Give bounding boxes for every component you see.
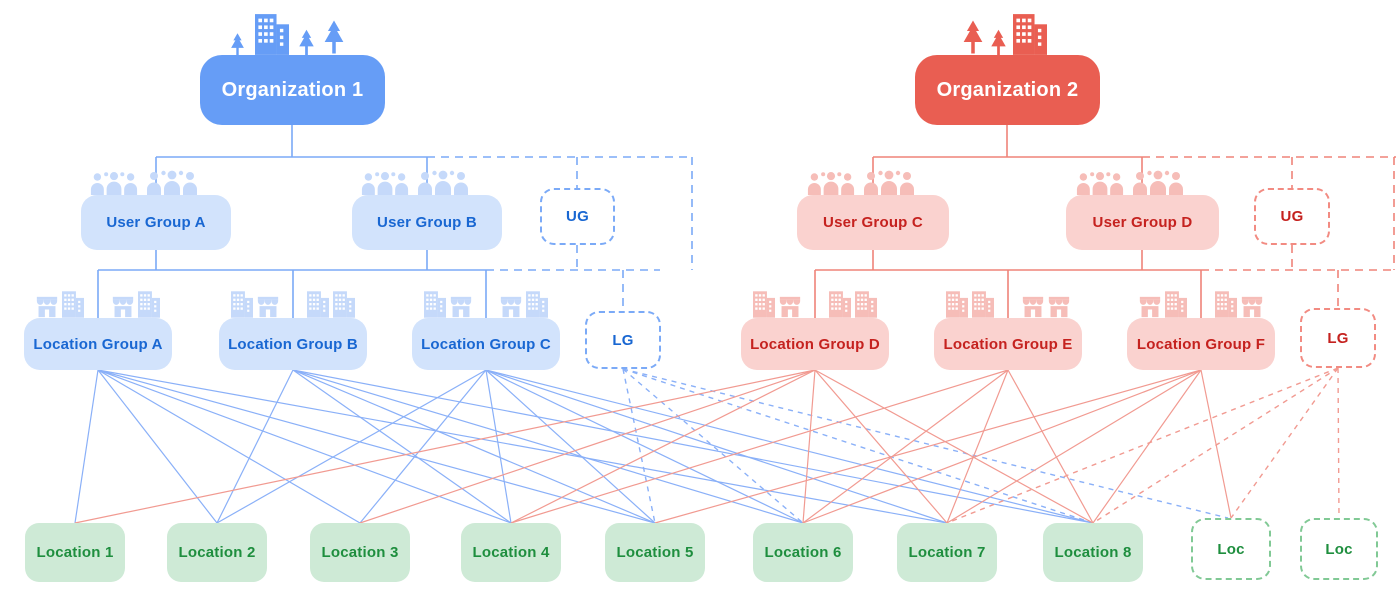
storefront-icon [500, 296, 522, 318]
location-8-box: Location 8 [1043, 523, 1143, 582]
tree-icon [991, 29, 1006, 56]
people-icon [361, 172, 409, 195]
location-3-box: Location 3 [310, 523, 410, 582]
org2-icons [963, 14, 1047, 56]
building-icon [255, 14, 289, 55]
building-icon [231, 291, 253, 318]
location-group-b-box: Location Group B [219, 318, 367, 370]
user-group-a-box: User Group A [81, 195, 231, 250]
storefront-icon [36, 296, 58, 318]
building-icon [526, 291, 548, 318]
people-icon [90, 172, 138, 195]
storefront-icon [112, 296, 134, 318]
people-icon [418, 170, 468, 196]
people-icon [1076, 172, 1124, 195]
org1-icons [231, 14, 344, 56]
storefront-icon [1022, 296, 1044, 318]
storefront-icon [1241, 296, 1263, 318]
building-icon [753, 291, 775, 318]
building-icon [1215, 291, 1237, 318]
red-assignment-lines [74, 367, 1340, 524]
building-icon [138, 291, 160, 318]
location-placeholder-1: Loc [1191, 518, 1271, 580]
building-icon [424, 291, 446, 318]
building-icon [946, 291, 968, 318]
tree-icon [231, 33, 244, 56]
location-placeholder-2: Loc [1300, 518, 1378, 580]
storefront-icon [779, 296, 801, 318]
location-group-e-box: Location Group E [934, 318, 1082, 370]
location-group-a-box: Location Group A [24, 318, 172, 370]
location-group-placeholder-red: LG [1300, 308, 1376, 368]
storefront-icon [450, 296, 472, 318]
building-icon [1013, 14, 1047, 55]
user-group-b-box: User Group B [352, 195, 502, 250]
people-icon [1133, 170, 1183, 196]
location-group-c-box: Location Group C [412, 318, 560, 370]
building-icon [855, 291, 877, 318]
location-5-box: Location 5 [605, 523, 705, 582]
blue-user-group-icons [90, 170, 468, 196]
tree-icon [324, 20, 344, 54]
building-icon [1165, 291, 1187, 318]
location-1-box: Location 1 [25, 523, 125, 582]
building-icon [972, 291, 994, 318]
people-icon [864, 170, 914, 196]
org2-box: Organization 2 [915, 55, 1100, 125]
building-icon [333, 291, 355, 318]
storefront-icon [257, 296, 279, 318]
building-icon [62, 291, 84, 318]
people-icon [807, 172, 855, 195]
blue-assignment-lines [74, 368, 1229, 524]
people-icon [147, 170, 197, 196]
user-group-d-box: User Group D [1066, 195, 1219, 250]
user-group-placeholder-blue: UG [540, 188, 615, 245]
location-group-placeholder-blue: LG [585, 311, 661, 369]
storefront-icon [1139, 296, 1161, 318]
location-2-box: Location 2 [167, 523, 267, 582]
red-user-group-icons [807, 170, 1183, 196]
tree-icon [963, 20, 983, 54]
location-7-box: Location 7 [897, 523, 997, 582]
user-group-placeholder-red: UG [1254, 188, 1330, 245]
building-icon [829, 291, 851, 318]
location-group-f-box: Location Group F [1127, 318, 1275, 370]
tree-icon [299, 29, 314, 56]
storefront-icon [1048, 296, 1070, 318]
building-icon [307, 291, 329, 318]
location-group-d-box: Location Group D [741, 318, 889, 370]
location-4-box: Location 4 [461, 523, 561, 582]
org1-box: Organization 1 [200, 55, 385, 125]
user-group-c-box: User Group C [797, 195, 949, 250]
location-6-box: Location 6 [753, 523, 853, 582]
